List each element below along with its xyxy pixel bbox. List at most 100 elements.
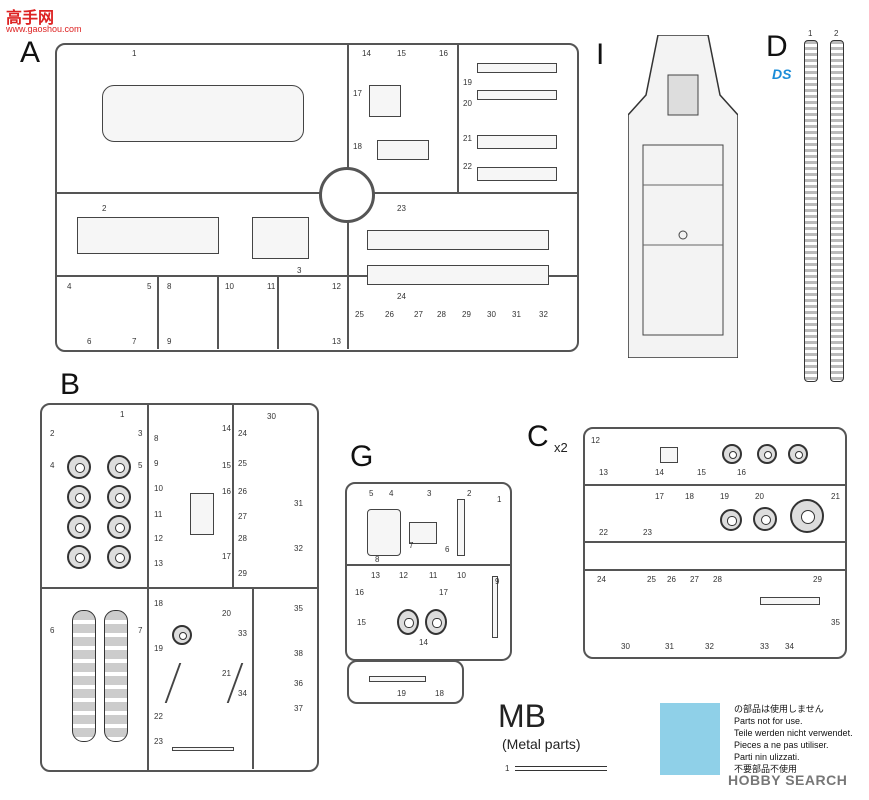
part-number: 18 [685, 492, 694, 501]
rail-part [457, 499, 465, 556]
part-number: 32 [294, 544, 303, 553]
part-number: 30 [267, 412, 276, 421]
part-number: 13 [371, 571, 380, 580]
sprue-g-label: G [350, 440, 374, 473]
part-number: 4 [67, 282, 72, 291]
sprue-c-runner-h1 [585, 484, 845, 486]
part-number: 4 [389, 489, 394, 498]
part-number: 10 [154, 484, 163, 493]
sprue-a-runner-v4 [157, 277, 159, 349]
part-number: 21 [831, 492, 840, 501]
part-number: 12 [399, 571, 408, 580]
wheel-stack-right [104, 610, 128, 742]
turret-part [367, 509, 401, 556]
sprue-b-runner-v1 [147, 405, 149, 770]
part-number: 13 [599, 468, 608, 477]
hobby-search-logo: HOBBY SEARCH [728, 772, 847, 788]
part-number: 8 [154, 434, 159, 443]
engine-deck-part [377, 140, 429, 160]
return-roller-icon [425, 609, 447, 635]
part-number: 29 [813, 575, 822, 584]
part-number: 34 [785, 642, 794, 651]
part-number: 31 [294, 499, 303, 508]
part-number: 15 [357, 618, 366, 627]
sprue-b-runner-v3 [252, 589, 254, 769]
legend-block: の部品は使用しません Parts not for use. Teile werd… [734, 703, 864, 775]
track-number-2: 2 [834, 29, 839, 38]
legend-line-en: Parts not for use. [734, 716, 803, 726]
part-number: 32 [539, 310, 548, 319]
legend-line-zh: 不要部品不使用 [734, 764, 798, 774]
side-skirt-part-23 [367, 230, 549, 250]
part-number: 6 [445, 545, 450, 554]
part-number: 10 [225, 282, 234, 291]
part-number: 23 [643, 528, 652, 537]
part-number: 9 [154, 459, 159, 468]
part-number: 33 [238, 629, 247, 638]
part-number: 23 [397, 204, 406, 213]
legend-line-ja: の部品は使用しません [734, 704, 824, 714]
part-number: 32 [705, 642, 714, 651]
part-number: 19 [397, 689, 406, 698]
return-roller-icon [397, 609, 419, 635]
hull-floor-part [102, 85, 304, 142]
part-number: 14 [362, 49, 371, 58]
part-number: 38 [294, 649, 303, 658]
part-number: 13 [154, 559, 163, 568]
sprue-a-frame: 1 2 3 4 5 6 7 8 9 10 11 12 13 14 15 16 1… [55, 43, 579, 352]
part-number: 30 [621, 642, 630, 651]
part-number: 25 [355, 310, 364, 319]
part-number: 4 [50, 461, 55, 470]
part-number: 13 [332, 337, 341, 346]
unused-parts-swatch [660, 703, 720, 775]
part-number: 17 [439, 588, 448, 597]
part-number: 37 [294, 704, 303, 713]
part-number: 28 [437, 310, 446, 319]
part-number: 8 [167, 282, 172, 291]
part-number: 7 [409, 541, 414, 550]
hatch-part [190, 493, 214, 535]
part-number: 11 [429, 571, 438, 580]
sprue-a-runner-h1 [57, 192, 577, 194]
idler-wheel-icon [172, 625, 192, 645]
part-number: 14 [222, 424, 231, 433]
ds-brand-logo: DS [772, 66, 792, 82]
side-skirt-part-24 [367, 265, 549, 285]
sprue-g-frame: 1 2 3 4 5 6 7 8 9 10 11 12 13 14 15 16 1… [345, 482, 512, 661]
sprocket-wheel-icon [757, 444, 777, 464]
part-number: 22 [599, 528, 608, 537]
part-number: 18 [435, 689, 444, 698]
part-number: 20 [222, 609, 231, 618]
part-number: 1 [120, 410, 125, 419]
part-number: 21 [463, 134, 472, 143]
fender-part [760, 597, 820, 605]
part-number: 35 [294, 604, 303, 613]
sprue-b-label: B [60, 368, 81, 401]
mb-label: MB [498, 698, 546, 734]
mb-part-number: 1 [505, 764, 510, 773]
road-wheel-icon [67, 455, 91, 479]
part-number: 9 [167, 337, 172, 346]
drive-wheel-icon [790, 499, 824, 533]
part-number: 12 [591, 436, 600, 445]
part-number: 29 [238, 569, 247, 578]
hull-top-part [627, 34, 739, 359]
part-number: 19 [463, 78, 472, 87]
sprue-a-runner-v1 [347, 45, 349, 192]
part-number: 3 [138, 429, 143, 438]
mb-subtitle: (Metal parts) [502, 736, 581, 752]
part-number: 21 [222, 669, 231, 678]
part-number: 27 [690, 575, 699, 584]
part-number: 24 [238, 429, 247, 438]
part-number: 5 [138, 461, 143, 470]
road-wheel-icon [67, 515, 91, 539]
part-number: 11 [267, 282, 276, 291]
part-number: 12 [154, 534, 163, 543]
sprue-d-label: D [766, 30, 788, 63]
part-number: 24 [597, 575, 606, 584]
part-number: 33 [760, 642, 769, 651]
part-number: 15 [397, 49, 406, 58]
part-number: 11 [154, 510, 163, 519]
metal-barrel-part [515, 766, 607, 771]
sprue-c-label: C [527, 420, 549, 453]
